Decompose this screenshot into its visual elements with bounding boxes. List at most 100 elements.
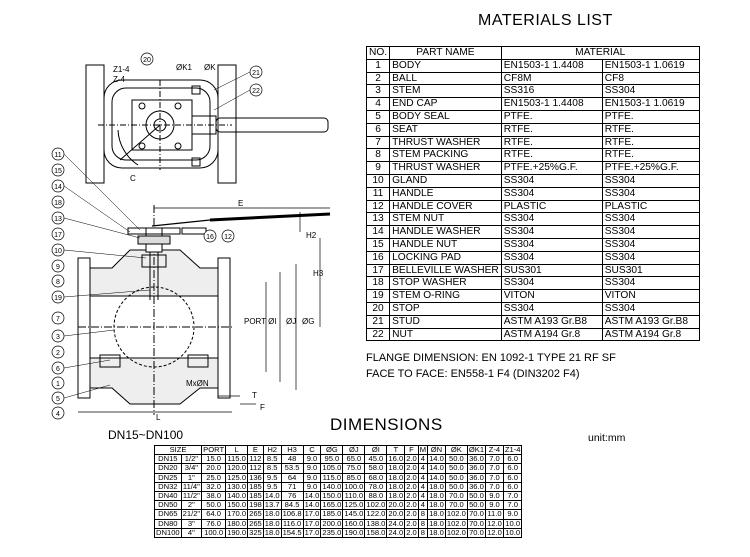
callout: 20 [143,57,151,64]
dim-cell: 9.0 [302,472,322,483]
materials-cell: CF8M [500,71,603,86]
dim-cell: 8 [417,518,429,529]
dimension-lines [78,207,330,413]
materials-cell: GLAND [389,173,502,188]
materials-cell: STEM NUT [389,212,502,227]
dim-cell: 125.0 [225,472,249,483]
valve-top-view [85,64,329,184]
dim-cell: 17.0 [302,527,322,539]
materials-cell: SUS301 [601,263,700,278]
dim-cell: 3" [180,518,203,529]
dim-cell: 2.0 [404,518,419,529]
dim-cell: 9.0 [302,463,322,474]
dim-cell: 18.0 [262,527,282,539]
callout: 18 [54,200,62,207]
dim-cell: 1" [180,472,203,483]
callout: 11 [54,152,61,159]
label-oj: ØJ [286,317,296,326]
dimensions-title: DIMENSIONS [330,415,443,434]
materials-cell: PTFE. [601,109,700,124]
callout: 7 [56,316,60,323]
materials-cell: HANDLE NUT [389,237,502,252]
valve-drawing: 11 15 14 18 13 17 10 9 8 19 7 3 2 6 1 5 … [51,52,331,420]
dim-cell: 265 [247,509,264,520]
materials-cell: SS316 [500,84,603,99]
materials-cell: 7 [365,135,391,150]
materials-cell: ASTM A193 Gr.B8 [500,314,603,329]
materials-cell: 20 [365,301,391,316]
materials-cell: SS304 [500,186,603,201]
materials-cell: SS304 [500,237,603,252]
dim-cell: 4" [180,527,203,539]
materials-cell: SEAT [389,122,502,137]
dim-cell: 24.0 [386,527,406,539]
materials-cell: 15 [365,237,391,252]
dim-cell: 64.0 [201,509,227,520]
materials-cell: SS304 [601,186,700,201]
dim-cell: 21/2" [180,509,203,520]
callout: 13 [54,216,62,223]
label-l: L [156,413,161,420]
materials-cell: STOP WASHER [389,276,502,291]
dim-cell: 70.0 [466,509,487,520]
materials-cell: 10 [365,173,391,188]
dim-cell: 58.0 [364,463,388,474]
dim-cell: 18.0 [427,518,446,529]
dim-cell: 10.0 [502,527,523,539]
dim-cell: 4 [417,472,429,483]
callout: 15 [54,168,62,175]
callout: 12 [224,234,232,241]
dim-cell: 8 [417,527,429,539]
materials-cell: 4 [365,97,391,111]
materials-cell: SS304 [500,225,603,239]
materials-cell: PLASTIC [601,199,700,214]
dim-cell: 2.0 [404,463,419,474]
dim-cell: 158.0 [364,527,388,539]
dim-cell: 2.0 [404,509,419,520]
dim-cell: 70.0 [466,527,487,539]
materials-cell: 5 [365,109,391,124]
dim-cell: 20.0 [201,463,227,474]
materials-title: MATERIALS LIST [478,12,613,29]
unit-label: unit:mm [588,432,626,444]
callout-labels: 11 15 14 18 13 17 10 9 8 19 7 3 2 6 1 5 … [54,57,260,418]
dim-cell: 50.0 [444,463,468,474]
materials-cell: STEM O-RING [389,289,502,303]
materials-cell: CF8 [601,71,700,86]
dim-cell: 18.0 [262,509,282,520]
materials-cell: RTFE. [601,148,700,163]
label-k1: ØK1 [176,63,193,72]
dim-cell: 116.0 [280,518,304,529]
dim-cell: 154.5 [280,527,304,539]
dim-cell: 18.0 [427,527,446,539]
materials-cell: SS304 [500,276,603,291]
dim-cell: 85.0 [342,472,366,483]
materials-cell: EN1503-1 1.0619 [601,97,700,111]
label-e: E [238,199,243,208]
materials-cell: HANDLE [389,186,502,201]
materials-cell: 18 [365,276,391,291]
dim-cell: 105.0 [320,463,344,474]
dim-cell: 7.0 [485,472,504,483]
dim-cell: 75.0 [342,463,366,474]
materials-cell: SS304 [601,301,700,316]
materials-cell: BODY SEAL [389,109,502,124]
materials-cell: SS304 [601,84,700,99]
dim-cell: 115.0 [320,472,344,483]
dim-cell: 68.0 [364,472,388,483]
materials-cell: RTFE. [500,122,603,137]
